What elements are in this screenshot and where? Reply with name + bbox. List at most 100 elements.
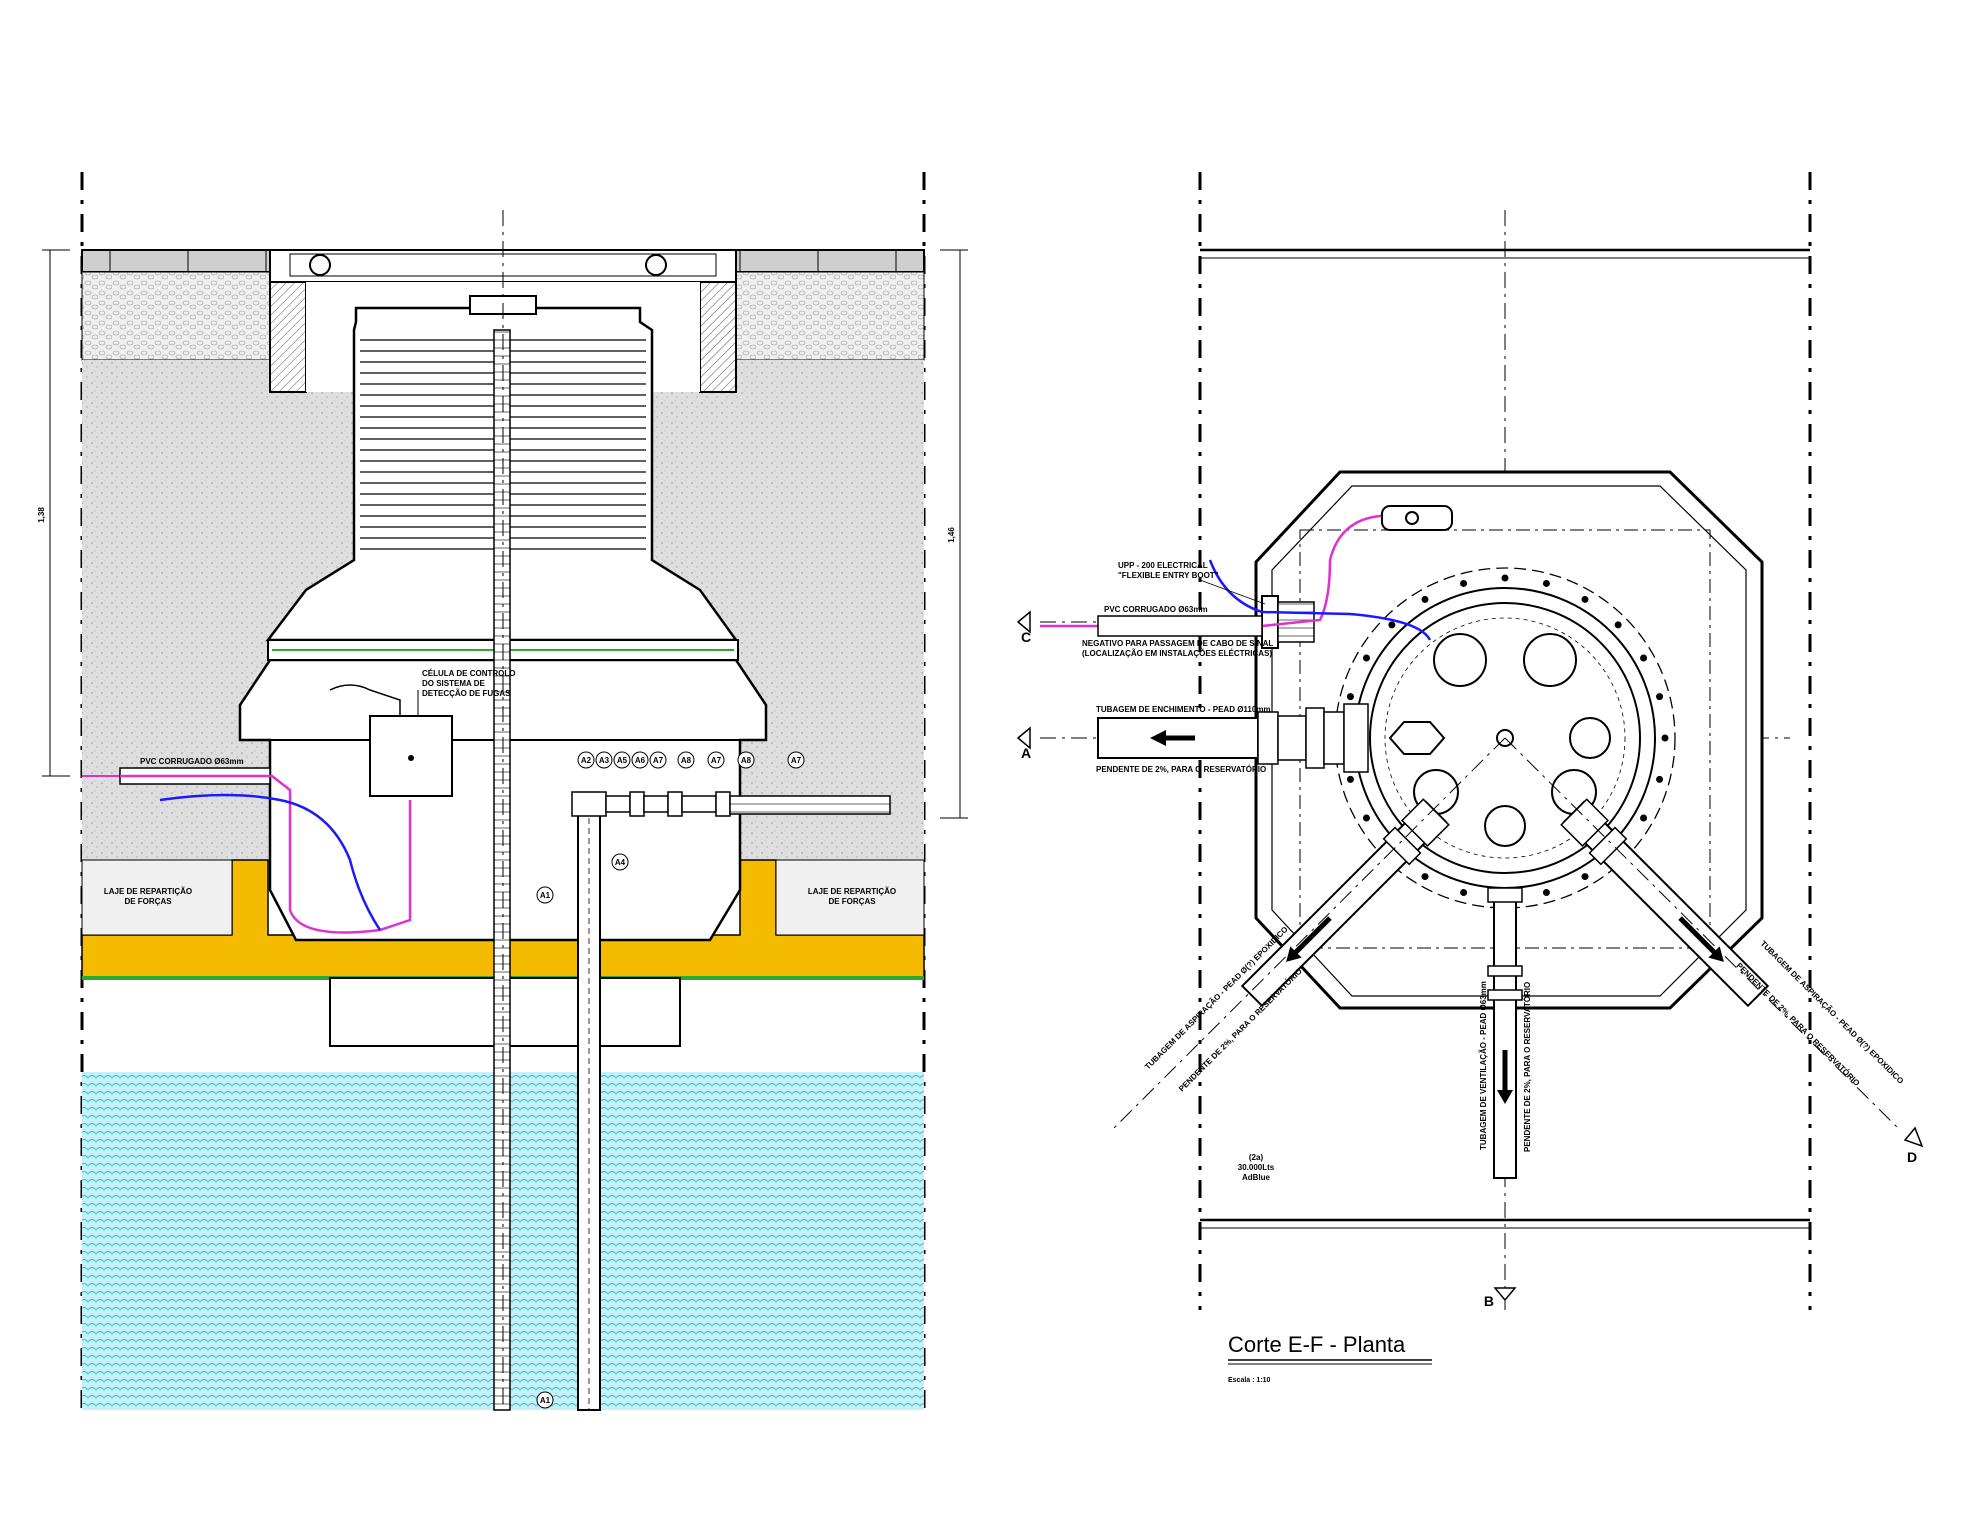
valve-assembly <box>571 791 731 817</box>
manhole-frame-right <box>699 281 737 393</box>
drawing-title: Corte E-F - Planta <box>1228 1332 1406 1357</box>
fill-pipe-fittings <box>1257 703 1369 773</box>
fitting-tag: A2 <box>581 756 592 765</box>
flange-bolt <box>1421 873 1429 881</box>
flange-bolt <box>1640 654 1648 662</box>
dim-right-value: 1,46 <box>947 527 956 543</box>
port-bottom-center <box>1484 805 1526 847</box>
fitting-tag: A8 <box>741 756 752 765</box>
slab-left-block <box>81 859 233 936</box>
slab-left-label-1: LAJE DE REPARTIÇÃO <box>104 887 192 896</box>
fitting-tag-circle <box>577 751 595 769</box>
plan-magenta-cable <box>1040 514 1420 628</box>
section-marker-a-arrow <box>1016 726 1031 750</box>
flange-bolt <box>1542 889 1550 897</box>
section-marker-d-arrow <box>1903 1126 1924 1148</box>
flange-bolt <box>1460 889 1468 897</box>
fitting-tag: A8 <box>681 756 692 765</box>
fitting-tag: A7 <box>791 756 802 765</box>
port-hex-plug <box>1388 721 1446 755</box>
negativo-label-2: (LOCALIZAÇÃO EM INSTALAÇÕES ELÉCTRICAS) <box>1082 649 1272 658</box>
fitting-tag: A6 <box>635 756 646 765</box>
slab-right-label-2: DE FORÇAS <box>828 897 876 906</box>
diagonal-pipe-left <box>1240 798 1450 1008</box>
fitting-tag-circle <box>649 751 667 769</box>
paving-joints <box>109 250 897 272</box>
flange-bolt <box>1421 595 1429 603</box>
fill-pipe-label: TUBAGEM DE ENCHIMENTO - PEAD Ø110mm <box>1096 705 1271 714</box>
control-cable <box>329 684 401 716</box>
negativo-label-1: NEGATIVO PARA PASSAGEM DE CABO DE SINAL <box>1082 639 1273 648</box>
fitting-tag: A7 <box>653 756 664 765</box>
port-right <box>1569 717 1611 759</box>
fill-flow-arrowhead <box>1150 730 1166 746</box>
flange-bolt <box>1346 693 1354 701</box>
sump-lid-outline <box>1299 529 1711 949</box>
pipe-left-label-2: PENDENTE DE 2%, PARA O RESERVATÓRIO <box>1177 967 1304 1094</box>
upp-leader <box>1199 579 1266 605</box>
manhole-frame-left <box>269 281 307 393</box>
flange-bolt <box>1614 621 1622 629</box>
probe-rod <box>493 329 511 1411</box>
fitting-tag: A7 <box>711 756 722 765</box>
tank-tag: (2a) <box>1249 1153 1264 1162</box>
flange-bolt <box>1388 621 1396 629</box>
vent-fittings <box>1487 887 1523 1001</box>
flange-bolt <box>1640 814 1648 822</box>
fitting-tag-circle <box>631 751 649 769</box>
fitting-tag-circle <box>707 751 725 769</box>
fitting-tag: A3 <box>599 756 610 765</box>
tag-a1-bottom-circle <box>536 1391 554 1409</box>
blue-cable <box>159 793 382 931</box>
fitting-tag-circle <box>787 751 805 769</box>
tank-lid-bolt-circle <box>1384 617 1626 859</box>
control-cell-label-3: DETECÇÃO DE FUGAS <box>422 689 511 698</box>
fitting-tag: A5 <box>617 756 628 765</box>
plan-pvc-label: PVC CORRUGADO Ø63mm <box>1104 605 1208 614</box>
fitting-tag-circle <box>595 751 613 769</box>
tag-a1-mid: A1 <box>540 891 551 900</box>
probe-bracket-hole <box>1405 511 1419 525</box>
vent-pipe <box>1493 887 1517 1179</box>
tag-a1-mid-circle <box>536 886 554 904</box>
diagonal-pipe-right <box>1560 798 1770 1008</box>
port-top-left <box>1433 633 1487 687</box>
slab-left-label-2: DE FORÇAS <box>124 897 172 906</box>
plan-blue-cable <box>1208 559 1432 641</box>
upp-label-2: "FLEXIBLE ENTRY BOOT" <box>1118 571 1219 580</box>
fitting-tag-circle <box>613 751 631 769</box>
dim-left-value: 1,38 <box>37 507 46 523</box>
sump-octagon-inner <box>1271 485 1747 997</box>
section-view: LAJE DE REPARTIÇÃO DE FORÇAS LAJE DE REP… <box>37 172 968 1411</box>
section-marker-c: C <box>1021 629 1031 645</box>
tag-a4-circle <box>611 853 629 871</box>
flange-bolt <box>1460 579 1468 587</box>
slope-label: PENDENTE DE 2%, PARA O RESERVATÓRIO <box>1096 765 1266 774</box>
fitting-tags: A2 A3 A5 A6 A7 A8 A7 A8 A7 <box>577 751 805 769</box>
upp-label-1: UPP - 200 ELECTRICAL <box>1118 561 1208 570</box>
fitting-tag-circle <box>737 751 755 769</box>
outlet-pipe <box>729 795 891 815</box>
cover-hinge-left <box>309 254 331 276</box>
flange-bolt <box>1362 654 1370 662</box>
flange-bolt <box>1656 775 1664 783</box>
section-marker-b: B <box>1484 1293 1494 1309</box>
slab-right-block <box>775 859 925 936</box>
drawing-scale: Escala : 1:10 <box>1228 1377 1271 1384</box>
control-cell-label-2: DO SISTEMA DE <box>422 679 485 688</box>
fitting-tag-circle <box>677 751 695 769</box>
flange-bolt <box>1346 775 1354 783</box>
pipe-center-label-1: TUBAGEM DE VENTILAÇÃO - PEAD Ø63mm <box>1479 981 1488 1150</box>
section-marker-c-arrow <box>1016 610 1031 634</box>
control-box-led <box>408 755 414 761</box>
flange-bolt <box>1542 579 1550 587</box>
tank-product: AdBlue <box>1242 1173 1271 1182</box>
flange-bolt <box>1661 734 1669 742</box>
flange-bolt <box>1581 873 1589 881</box>
section-pvc-label: PVC CORRUGADO Ø63mm <box>140 757 244 766</box>
tag-a1-bottom: A1 <box>540 1396 551 1405</box>
section-marker-a: A <box>1021 745 1031 761</box>
flange-bolt <box>1501 574 1509 582</box>
section-marker-b-arrow <box>1493 1287 1517 1302</box>
